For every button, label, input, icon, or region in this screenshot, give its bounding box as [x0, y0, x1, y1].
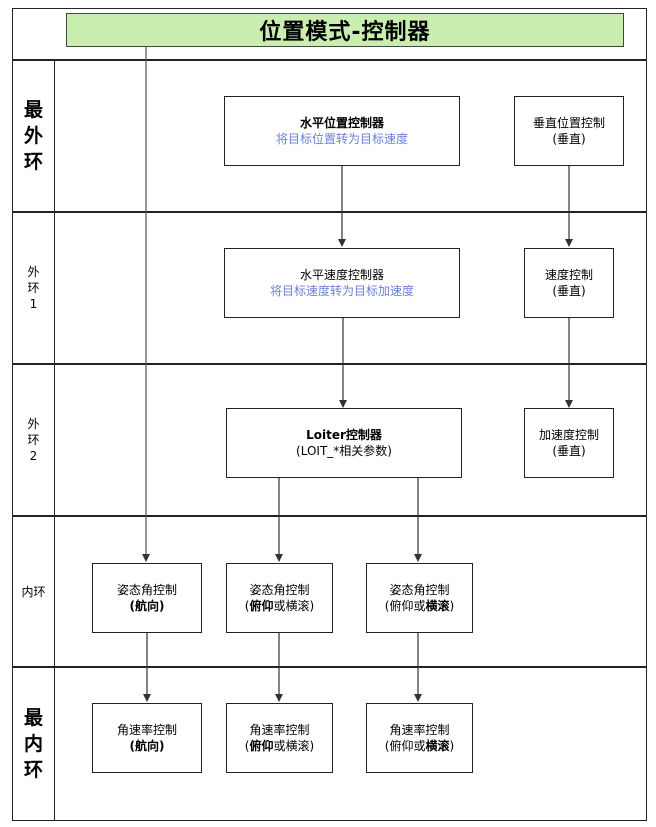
lane-inner: 内环 — [12, 516, 647, 667]
node-title: 水平速度控制器 — [299, 268, 384, 282]
node-title: 角速率控制 — [249, 723, 310, 737]
node-rate-roll: 角速率控制 (俯仰或横滚) — [366, 703, 473, 773]
node-subtitle: 将目标位置转为目标速度 — [275, 132, 408, 146]
node-attitude-yaw: 姿态角控制 (航向) — [92, 563, 202, 633]
node-subtitle: 将目标速度转为目标加速度 — [269, 284, 414, 298]
node-attitude-roll: 姿态角控制 (俯仰或横滚) — [366, 563, 473, 633]
subtitle-emphasis: 俯仰 — [249, 739, 274, 753]
subtitle-emphasis: 横滚 — [425, 739, 450, 753]
lane-label-innermost: 最 内 环 — [13, 668, 55, 820]
node-title: 姿态角控制 — [389, 583, 450, 597]
node-vertical-position-control: 垂直位置控制 (垂直) — [514, 96, 624, 166]
node-subtitle: (垂直) — [552, 284, 586, 298]
node-loiter-controller: Loiter控制器 (LOIT_*相关参数) — [226, 408, 462, 478]
node-title: 角速率控制 — [389, 723, 450, 737]
node-title: 角速率控制 — [116, 723, 177, 737]
lane-label-outer-2: 外 环 2 — [13, 365, 55, 515]
page-title: 位置模式-控制器 — [66, 13, 624, 47]
lane-outer-1: 外 环 1 — [12, 212, 647, 364]
subtitle-prefix: ( — [244, 739, 250, 753]
node-title: 姿态角控制 — [249, 583, 310, 597]
node-title: 速度控制 — [544, 268, 593, 282]
subtitle-prefix: ( — [244, 599, 250, 613]
subtitle-emphasis: 俯仰 — [249, 599, 274, 613]
node-subtitle: (LOIT_*相关参数) — [296, 444, 392, 458]
node-subtitle: (俯仰或横滚) — [385, 738, 454, 754]
subtitle-suffix: ) — [449, 739, 455, 753]
node-subtitle: (垂直) — [552, 444, 586, 458]
node-title: 姿态角控制 — [116, 583, 177, 597]
lane-label-outermost: 最 外 环 — [13, 61, 55, 211]
node-subtitle: (俯仰或横滚) — [385, 598, 454, 614]
node-vertical-acceleration-control: 加速度控制 (垂直) — [524, 408, 614, 478]
node-subtitle: (垂直) — [552, 132, 586, 146]
node-subtitle: (俯仰或横滚) — [245, 738, 314, 754]
node-rate-pitch: 角速率控制 (俯仰或横滚) — [226, 703, 333, 773]
node-title: 垂直位置控制 — [532, 116, 605, 130]
node-horizontal-velocity-controller: 水平速度控制器 将目标速度转为目标加速度 — [224, 248, 460, 318]
lane-outermost: 最 外 环 — [12, 60, 647, 212]
node-title: 加速度控制 — [538, 428, 599, 442]
node-rate-yaw: 角速率控制 (航向) — [92, 703, 202, 773]
node-attitude-pitch: 姿态角控制 (俯仰或横滚) — [226, 563, 333, 633]
node-title: 水平位置控制器 — [299, 116, 384, 130]
node-subtitle: (航向) — [129, 739, 165, 753]
subtitle-prefix: (俯仰或 — [384, 739, 426, 753]
node-subtitle: (航向) — [129, 599, 165, 613]
node-subtitle: (俯仰或横滚) — [245, 598, 314, 614]
node-horizontal-position-controller: 水平位置控制器 将目标位置转为目标速度 — [224, 96, 460, 166]
subtitle-suffix: 或横滚) — [273, 599, 315, 613]
subtitle-suffix: ) — [449, 599, 455, 613]
subtitle-prefix: (俯仰或 — [384, 599, 426, 613]
lane-outer-2: 外 环 2 — [12, 364, 647, 516]
title-row — [12, 8, 647, 60]
node-vertical-velocity-control: 速度控制 (垂直) — [524, 248, 614, 318]
lane-label-inner: 内环 — [13, 517, 55, 666]
subtitle-emphasis: 横滚 — [425, 599, 450, 613]
node-title: Loiter控制器 — [306, 428, 382, 442]
subtitle-suffix: 或横滚) — [273, 739, 315, 753]
lane-label-outer-1: 外 环 1 — [13, 213, 55, 363]
lane-innermost: 最 内 环 — [12, 667, 647, 821]
